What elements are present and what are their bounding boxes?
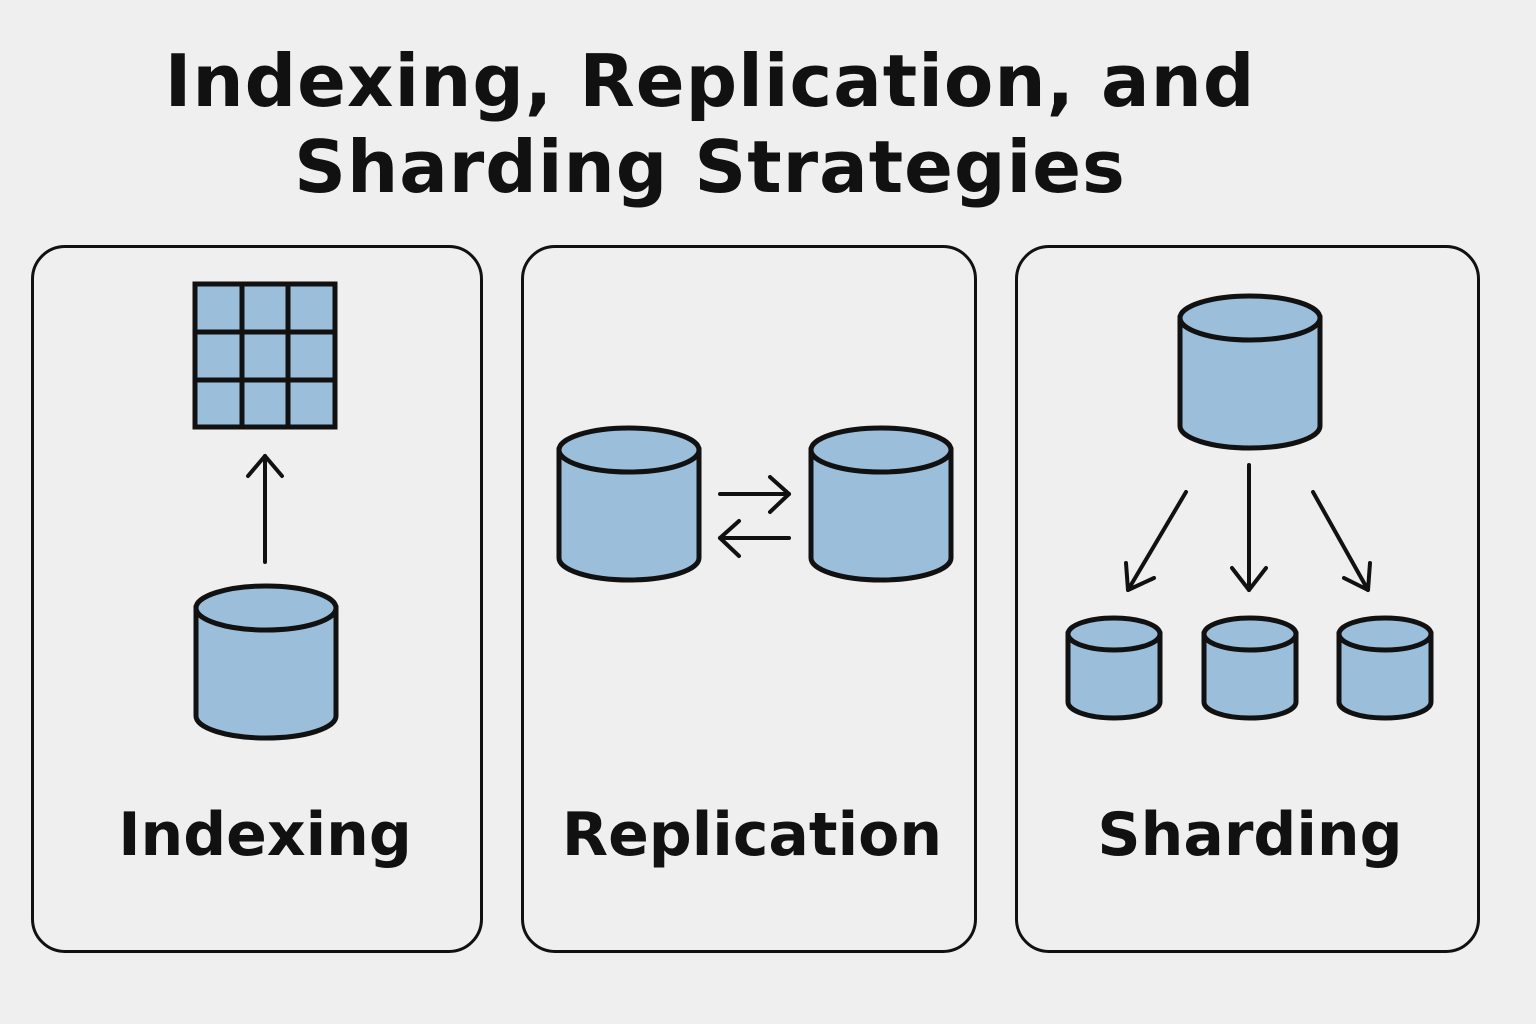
label-indexing: Indexing	[118, 800, 412, 870]
database-icon	[559, 428, 699, 580]
arrow-down-icon	[1230, 463, 1268, 592]
label-sharding: Sharding	[1097, 800, 1403, 870]
database-icon	[811, 428, 951, 580]
arrow-down-right-icon	[1311, 490, 1372, 592]
label-replication: Replication	[561, 800, 943, 870]
database-icon	[1204, 618, 1296, 718]
database-icon	[1180, 296, 1320, 448]
database-icon	[196, 586, 336, 738]
diagram-title: Indexing, Replication, and Sharding Stra…	[0, 38, 1420, 210]
index-grid-icon	[192, 281, 338, 430]
title-line-2: Sharding Strategies	[294, 125, 1126, 209]
database-icon	[1068, 618, 1160, 718]
arrow-right-icon	[718, 475, 791, 514]
title-line-1: Indexing, Replication, and	[164, 39, 1256, 123]
arrow-left-icon	[718, 519, 791, 558]
arrow-down-left-icon	[1124, 490, 1188, 592]
database-icon	[1339, 618, 1431, 718]
arrow-up-icon	[246, 454, 284, 564]
panel-replication	[521, 245, 977, 953]
